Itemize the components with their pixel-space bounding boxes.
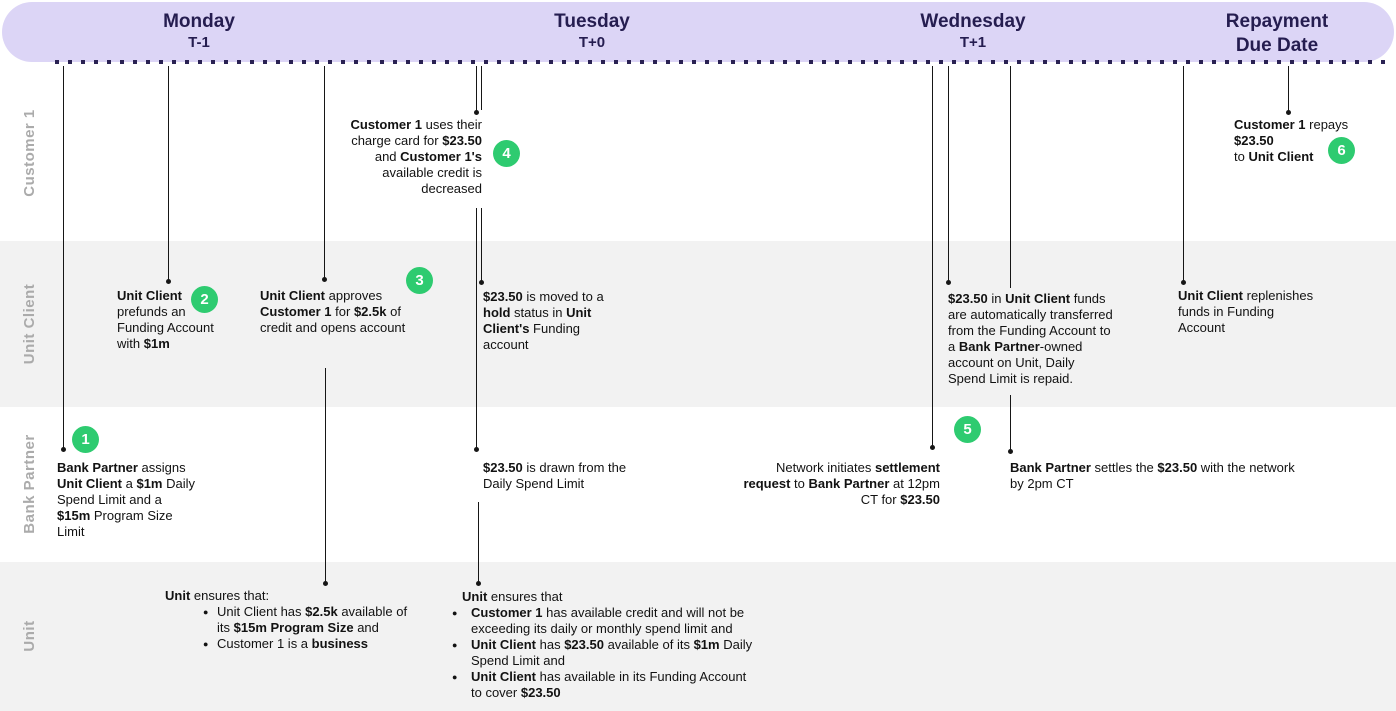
event-note-settlement-request: Network initiates settlement request to … bbox=[743, 460, 940, 507]
bullet-icon: ● bbox=[203, 639, 209, 649]
connector-line bbox=[479, 208, 484, 285]
bullet-text: Customer 1 has available credit and will… bbox=[471, 605, 745, 636]
connector-line bbox=[474, 208, 479, 452]
event-note-funds-transferred: $23.50 in Unit Client funds are automati… bbox=[948, 291, 1113, 386]
connector-line bbox=[481, 66, 482, 110]
list-item: ● Customer 1 has available credit and wi… bbox=[452, 605, 752, 637]
connector-line bbox=[1181, 66, 1186, 285]
unit-checks-heading: Unit ensures that bbox=[462, 589, 563, 604]
step-badge-4: 4 bbox=[493, 140, 520, 167]
event-note-client-approves: Unit Client approves Customer 1 for $2.5… bbox=[260, 288, 406, 335]
bullet-text: Unit Client has $2.5k available of its $… bbox=[217, 604, 408, 635]
day-label: Wednesday bbox=[920, 11, 1026, 32]
connector-line bbox=[1010, 66, 1011, 288]
timeline-dotted-line bbox=[55, 60, 1390, 64]
day-sublabel: T+0 bbox=[578, 34, 606, 51]
bullet-text: Customer 1 is a business bbox=[217, 636, 369, 651]
event-note-hold-status: $23.50 is moved to a hold status in Unit… bbox=[483, 289, 604, 352]
step-badge-6: 6 bbox=[1328, 137, 1355, 164]
connector-line bbox=[166, 66, 171, 284]
event-note-drawn-from-limit: $23.50 is drawn from the Daily Spend Lim… bbox=[483, 460, 627, 491]
day-label: Monday bbox=[163, 11, 235, 32]
unit-checks-list: ● Customer 1 has available credit and wi… bbox=[440, 605, 752, 701]
event-note-bank-settles: Bank Partner settles the $23.50 with the… bbox=[1010, 460, 1295, 491]
lane-label-customer-1: Customer 1 bbox=[21, 109, 38, 197]
connector-line bbox=[323, 368, 328, 586]
event-note-bank-assigns: Bank Partner assigns Unit Client a $1m D… bbox=[57, 460, 196, 539]
bullet-icon: ● bbox=[203, 607, 209, 617]
day-label: Tuesday bbox=[554, 11, 630, 32]
header-day-repayment-due: Repayment Due Date bbox=[1219, 10, 1336, 58]
list-item: ● Unit Client has available in its Fundi… bbox=[452, 669, 752, 701]
connector-line bbox=[946, 66, 951, 285]
header-day-wednesday: Wednesday T+1 bbox=[920, 10, 1025, 52]
bullet-icon: ● bbox=[452, 608, 458, 618]
event-note-customer-spends: Customer 1 uses their charge card for $2… bbox=[350, 117, 482, 196]
step-badge-1: 1 bbox=[72, 426, 99, 453]
bullet-icon: ● bbox=[452, 672, 458, 682]
connector-line bbox=[322, 66, 327, 282]
lane-label-unit-client: Unit Client bbox=[21, 283, 38, 365]
header-day-monday: Monday T-1 bbox=[163, 10, 235, 52]
unit-checks-heading: Unit ensures that: bbox=[165, 588, 270, 603]
lane-label-unit: Unit bbox=[21, 620, 38, 652]
unit-checks-monday: Unit ensures that: ● Unit Client has $2.… bbox=[165, 588, 407, 652]
timeline-header: Monday T-1 Tuesday T+0 Wednesday T+1 Rep… bbox=[2, 2, 1394, 62]
list-item: ● Unit Client has $2.5k available of its… bbox=[203, 604, 407, 636]
event-note-client-prefunds: Unit Client prefunds an Funding Account … bbox=[117, 288, 214, 351]
step-badge-2: 2 bbox=[191, 286, 218, 313]
list-item: ● Unit Client has $23.50 available of it… bbox=[452, 637, 752, 669]
connector-line bbox=[1286, 66, 1291, 115]
connector-line bbox=[61, 66, 66, 452]
header-day-tuesday: Tuesday T+0 bbox=[554, 10, 630, 52]
connector-line bbox=[1008, 395, 1013, 454]
unit-checks-tuesday: Unit ensures that ● Customer 1 has avail… bbox=[440, 589, 752, 701]
connector-line bbox=[476, 502, 481, 586]
connector-line bbox=[930, 66, 935, 450]
connector-line bbox=[474, 66, 479, 115]
lane-unit bbox=[0, 562, 1396, 711]
day-sublabel: T-1 bbox=[188, 34, 210, 51]
bullet-text: Unit Client has available in its Funding… bbox=[471, 669, 747, 700]
day-sublabel: T+1 bbox=[959, 34, 987, 51]
event-note-customer-repays: Customer 1 repays $23.50 to Unit Client bbox=[1234, 117, 1349, 164]
lane-unit-client bbox=[0, 241, 1396, 407]
step-badge-5: 5 bbox=[954, 416, 981, 443]
bullet-text: Unit Client has $23.50 available of its … bbox=[471, 637, 753, 668]
list-item: ● Customer 1 is a business bbox=[203, 636, 407, 652]
lane-customer-1 bbox=[0, 65, 1396, 241]
bullet-icon: ● bbox=[452, 640, 458, 650]
event-note-client-replenishes: Unit Client replenishes funds in Funding… bbox=[1178, 288, 1314, 335]
day-label: Repayment Due Date bbox=[1225, 11, 1329, 56]
unit-checks-list: ● Unit Client has $2.5k available of its… bbox=[165, 604, 407, 652]
step-badge-3: 3 bbox=[406, 267, 433, 294]
